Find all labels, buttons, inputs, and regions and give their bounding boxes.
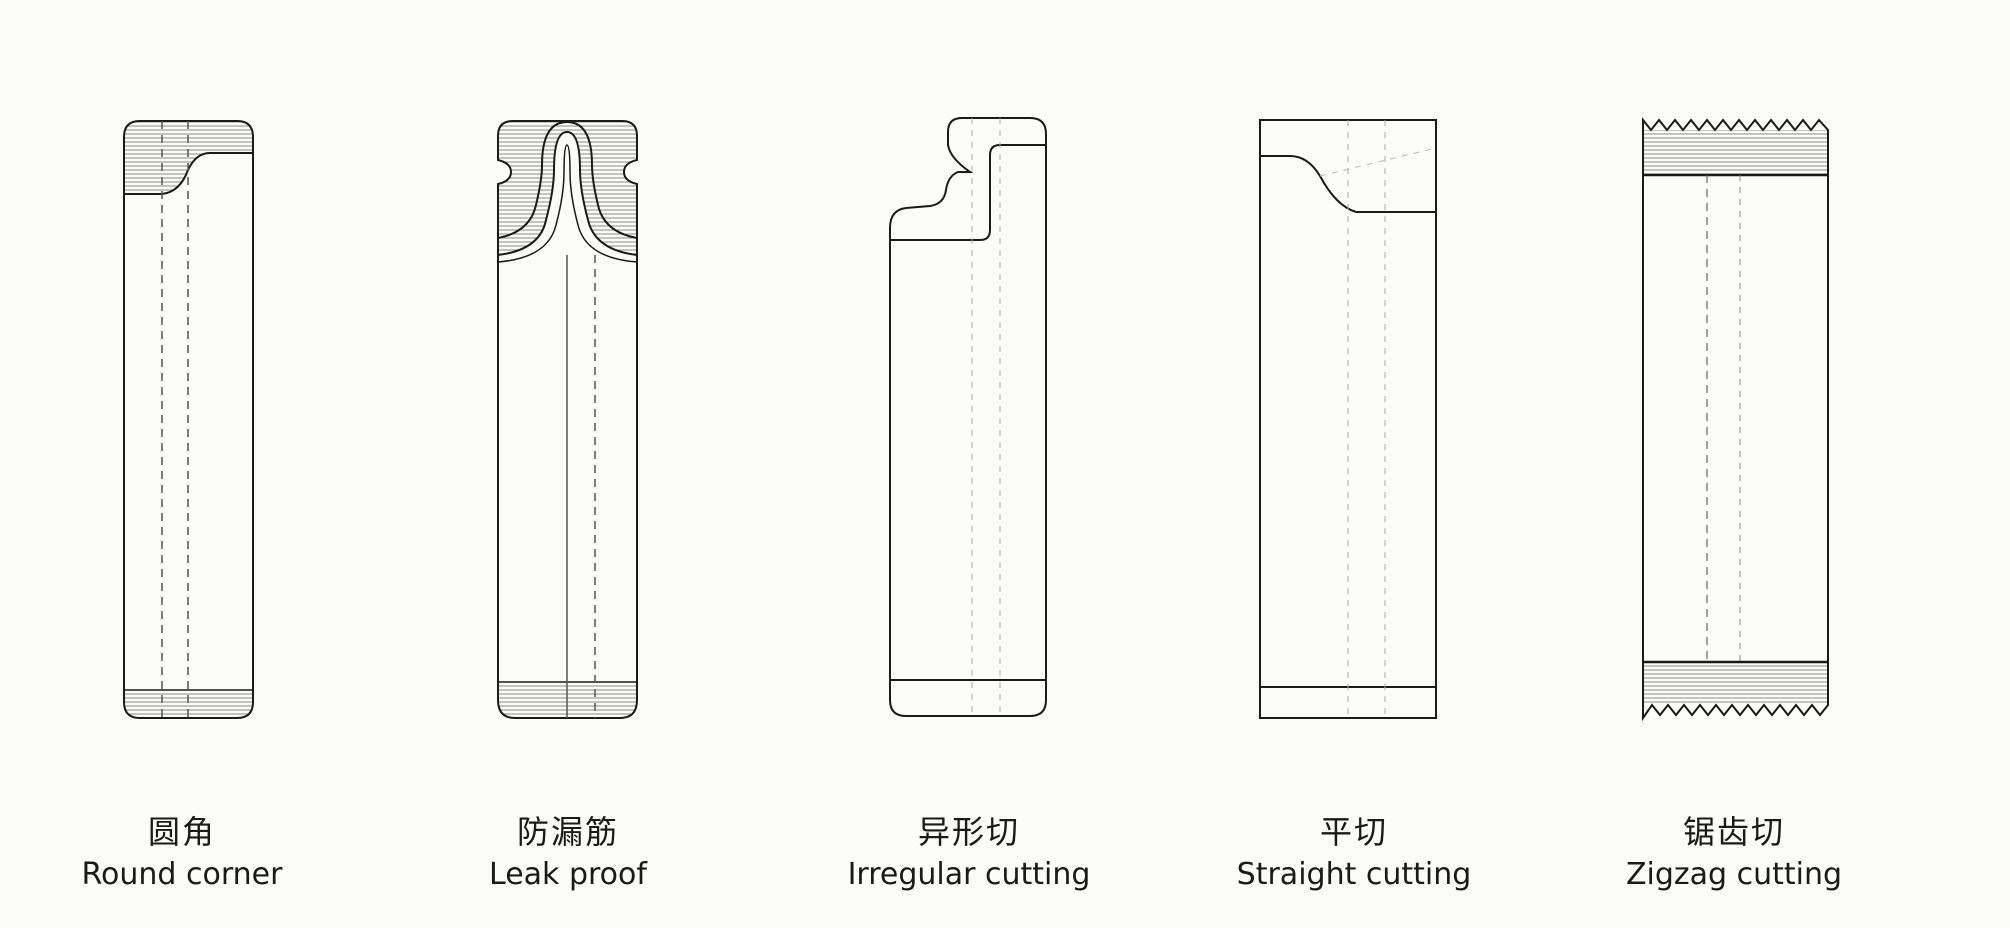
leak-proof-pouch-icon <box>497 120 638 719</box>
irregular-cutting-outline <box>889 117 1047 717</box>
label-zh: 防漏筋 <box>516 813 619 851</box>
round-corner-pouch-icon <box>123 120 254 719</box>
label-en: Irregular cutting <box>847 857 1091 892</box>
leak-proof-outline <box>497 120 638 719</box>
caption-zigzag-cutting: 锯齿切 Zigzag cutting <box>1564 812 1904 896</box>
label-zh: 圆角 <box>147 813 216 851</box>
label-zh: 异形切 <box>917 813 1020 851</box>
zigzag-cutting-pouch-icon <box>1642 117 1829 722</box>
label-zh: 锯齿切 <box>1682 813 1785 851</box>
caption-round-corner: 圆角 Round corner <box>12 812 352 896</box>
caption-irregular-cutting: 异形切 Irregular cutting <box>799 812 1139 896</box>
label-en: Zigzag cutting <box>1625 857 1843 892</box>
label-zh: 平切 <box>1319 813 1388 851</box>
label-en: Straight cutting <box>1236 857 1472 892</box>
label-en: Round corner <box>81 857 283 892</box>
leak-proof-top-seal <box>498 121 637 255</box>
caption-leak-proof: 防漏筋 Leak proof <box>398 812 738 896</box>
zigzag-bottom-seal <box>1643 662 1828 705</box>
straight-cutting-pouch-icon <box>1259 119 1437 719</box>
label-en: Leak proof <box>489 857 647 892</box>
round-corner-outline <box>123 120 254 719</box>
zigzag-cutting-outline <box>1642 117 1829 722</box>
round-corner-top-seal <box>124 121 253 194</box>
round-corner-bottom-seal <box>124 690 253 718</box>
zigzag-top-seal <box>1643 130 1828 175</box>
caption-straight-cutting: 平切 Straight cutting <box>1184 812 1524 896</box>
irregular-cutting-pouch-icon <box>889 117 1047 717</box>
